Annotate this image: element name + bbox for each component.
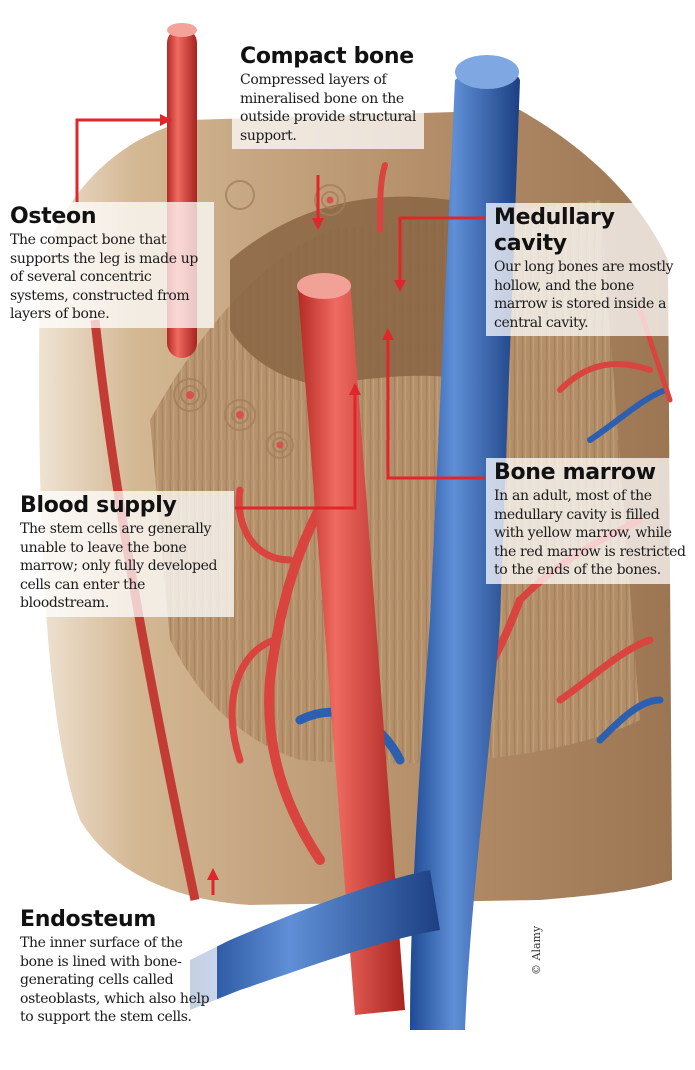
osteon-description: The compact bone that supports the leg i…: [10, 231, 208, 324]
label-osteon: Osteon The compact bone that supports th…: [2, 202, 214, 328]
endosteum-title: Endosteum: [20, 907, 211, 933]
label-blood-supply: Blood supply The stem cells are generall…: [12, 491, 234, 617]
bone-marrow-title: Bone marrow: [494, 460, 687, 486]
blood-supply-description: The stem cells are generally unable to l…: [20, 520, 228, 613]
medullary-cavity-title: Medullary cavity: [494, 205, 687, 257]
bone-marrow-description: In an adult, most of the medullary cavit…: [494, 487, 687, 580]
osteon-title: Osteon: [10, 204, 208, 230]
compact-bone-description: Compressed layers of mineralised bone on…: [240, 71, 418, 145]
label-endosteum: Endosteum The inner surface of the bone …: [12, 905, 217, 1031]
label-bone-marrow: Bone marrow In an adult, most of the med…: [486, 458, 693, 584]
medullary-cavity-description: Our long bones are mostly hollow, and th…: [494, 258, 687, 332]
image-credit: © Alamy: [530, 926, 543, 975]
endosteum-description: The inner surface of the bone is lined w…: [20, 934, 211, 1027]
label-medullary-cavity: Medullary cavity Our long bones are most…: [486, 203, 693, 336]
blood-supply-title: Blood supply: [20, 493, 228, 519]
compact-bone-title: Compact bone: [240, 44, 418, 70]
label-compact-bone: Compact bone Compressed layers of minera…: [232, 42, 424, 149]
